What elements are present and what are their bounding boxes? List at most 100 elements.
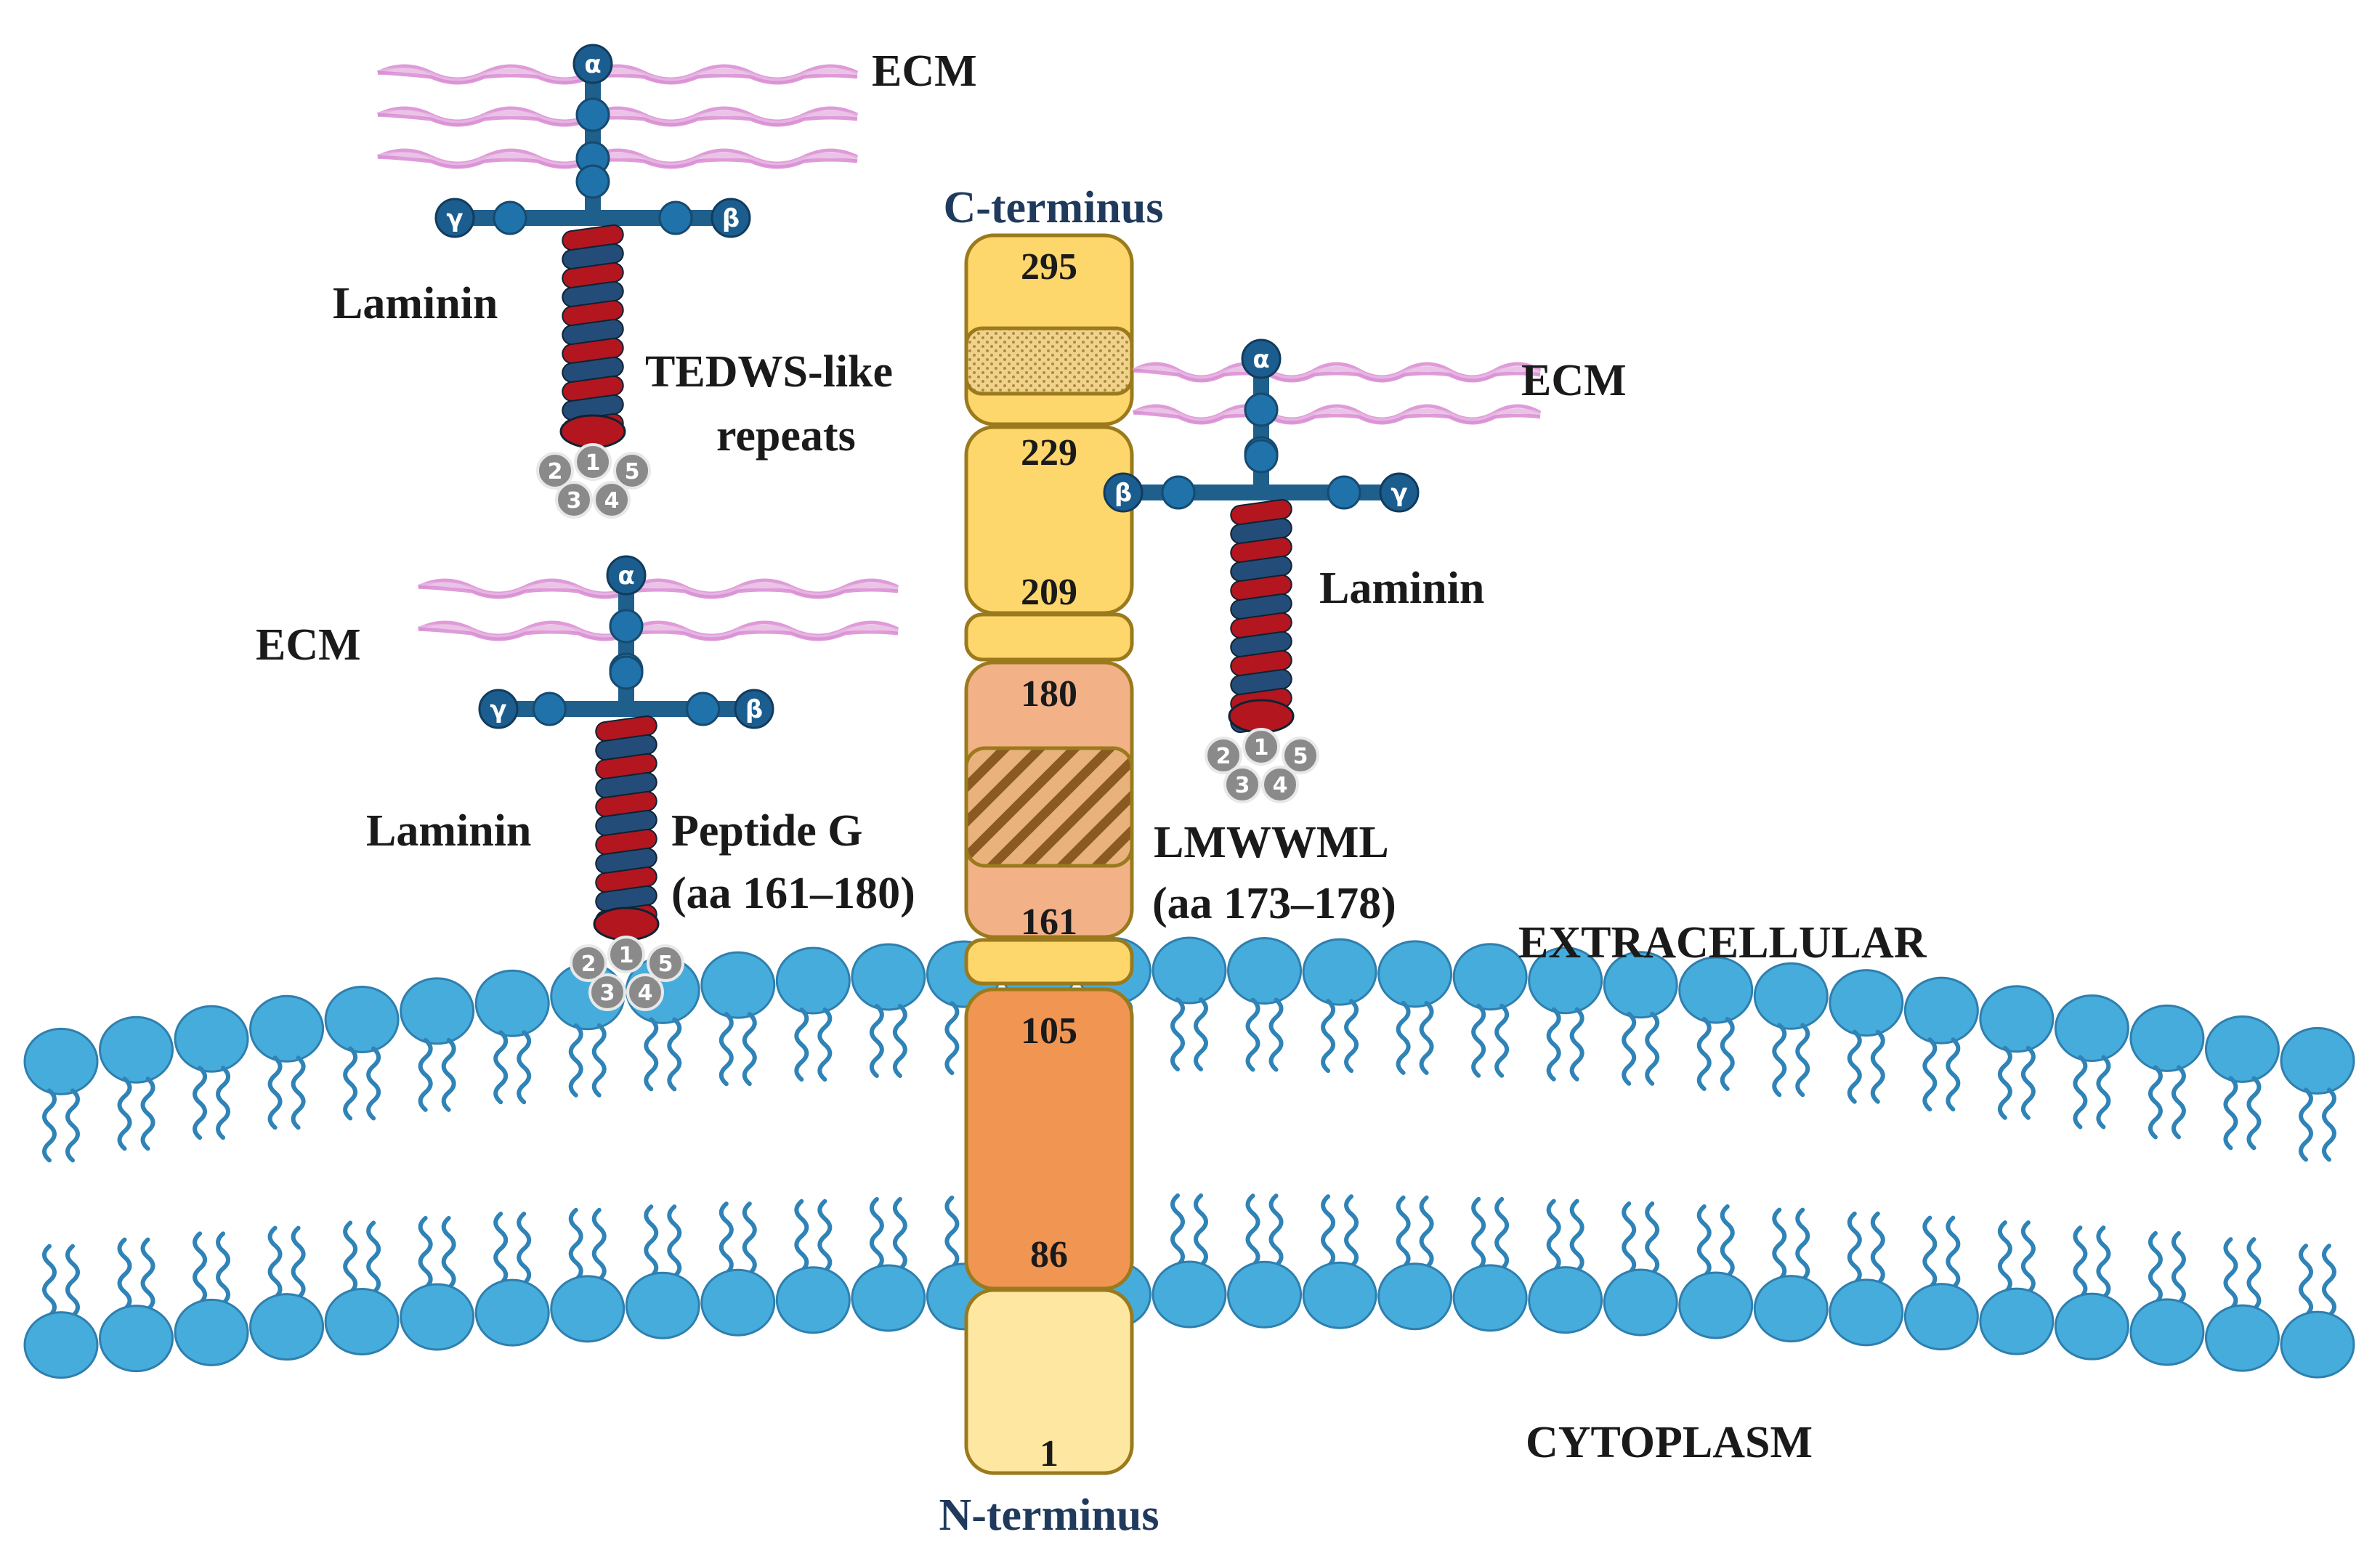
- lipid-head: [700, 951, 776, 1019]
- lipid-tail: [944, 1001, 960, 1076]
- lipid-tail: [892, 1197, 907, 1271]
- lipid-tail: [140, 1076, 155, 1151]
- lipid-tail: [1170, 997, 1185, 1071]
- lipid-tail: [2223, 1076, 2238, 1151]
- chain-cap-right-label: β: [745, 695, 763, 724]
- laminin-bead: [609, 609, 644, 644]
- residue-209: 209: [1021, 572, 1077, 613]
- segment-linker-2: [964, 612, 1134, 662]
- lipid-head: [2280, 1310, 2355, 1379]
- lipid-head: [474, 969, 550, 1037]
- lipid-tail: [2020, 1045, 2036, 1120]
- lipid-tail: [42, 1244, 57, 1318]
- lipid-head: [474, 1278, 550, 1347]
- lipid-tail: [1494, 1003, 1510, 1078]
- chain-cap-alpha-label: α: [618, 561, 634, 591]
- tedws-label-line1: TEDWS-like: [645, 347, 893, 397]
- lg-domain-5: [1282, 737, 1319, 774]
- residue-229: 229: [1021, 432, 1077, 474]
- segment-linker-1: [964, 938, 1134, 986]
- lipid-tail: [2299, 1244, 2313, 1318]
- lipid-tail: [892, 1004, 907, 1079]
- lipid-head: [775, 1266, 851, 1334]
- lipid-head: [1903, 1283, 1979, 1351]
- chain-cap-right-label: γ: [1391, 479, 1407, 508]
- chain-cap-alpha-label: α: [1252, 345, 1269, 374]
- ecm-fiber: [1133, 410, 1541, 425]
- laminin-bead: [609, 655, 644, 690]
- lg-domain-1: [607, 936, 645, 973]
- chain-cap-right: [734, 689, 774, 729]
- lipid-head: [1227, 1260, 1303, 1329]
- lg-domain-label: 5: [658, 952, 673, 977]
- lipid-tail: [517, 1030, 532, 1105]
- lipid-tail: [117, 1076, 132, 1151]
- lipid-tail: [343, 1046, 358, 1121]
- residue-180: 180: [1021, 673, 1077, 715]
- lipid-tail: [1194, 1193, 1208, 1268]
- lipid-tail: [2096, 1225, 2111, 1300]
- lipid-tail: [216, 1231, 231, 1306]
- lipid-tail: [1268, 997, 1284, 1072]
- lipid-tail: [2020, 1220, 2036, 1295]
- lg-domain-label: 2: [1216, 744, 1231, 769]
- lipid-tail: [343, 1220, 358, 1295]
- chain-cap-left-label: γ: [490, 695, 506, 724]
- lg-domain-5: [647, 944, 684, 982]
- residue-1: 1: [1040, 1433, 1059, 1475]
- lipid-head: [99, 1015, 174, 1084]
- lg-domain-label: 1: [619, 943, 634, 968]
- laminin-bead: [493, 200, 527, 235]
- lipid-tail: [291, 1225, 306, 1300]
- lipid-tail: [1396, 1000, 1411, 1075]
- chain-cap-left: [434, 198, 475, 238]
- lipid-head: [1603, 951, 1678, 1019]
- chain-cap-right-label: β: [722, 204, 740, 233]
- lipid-tail: [1696, 1204, 1712, 1278]
- lg-domain-label: 1: [586, 450, 601, 476]
- lipid-tail: [644, 1204, 659, 1279]
- lg-domain-5: [613, 452, 651, 490]
- lipid-tail: [568, 1207, 583, 1282]
- lipid-head: [2054, 994, 2129, 1063]
- lipid-tail: [1997, 1220, 2012, 1295]
- lipid-head: [2204, 1304, 2280, 1372]
- lipid-tail: [2171, 1065, 2186, 1140]
- lg-domain-label: 4: [1273, 773, 1288, 798]
- chain-cap-alpha-label: α: [584, 50, 601, 79]
- ecm-fiber: [418, 582, 899, 598]
- lipid-tail: [869, 1004, 884, 1079]
- lipid-tail: [2299, 1087, 2313, 1162]
- lipid-tail: [193, 1066, 208, 1140]
- lipid-head: [1829, 1278, 1904, 1347]
- lg-domain-3: [1223, 766, 1261, 803]
- lipid-head: [1377, 1262, 1453, 1331]
- lipid-tail: [1471, 1003, 1486, 1078]
- ecm-fiber: [418, 585, 899, 599]
- chain-cap-left-label: γ: [446, 204, 463, 233]
- lipid-tail: [1772, 1023, 1787, 1098]
- lipid-tail: [794, 1199, 809, 1273]
- laminin-bead: [1244, 392, 1279, 427]
- lipid-head: [23, 1311, 99, 1379]
- lipid-head: [625, 1271, 700, 1339]
- lipid-tail: [418, 1037, 433, 1112]
- laminin-label-3: Laminin: [366, 806, 531, 856]
- lipid-head: [1528, 1266, 1603, 1334]
- lipid-head: [1979, 1287, 2055, 1355]
- lipid-tail: [2223, 1237, 2238, 1312]
- lipid-tail: [1245, 997, 1260, 1072]
- lipid-head: [249, 1293, 325, 1361]
- lg-domain-label: 2: [581, 952, 596, 977]
- lipid-tail: [568, 1023, 583, 1098]
- lg-domain-label: 3: [600, 981, 615, 1006]
- ecm-fiber: [377, 152, 859, 168]
- lg-domain-1: [1242, 728, 1280, 766]
- lipid-head: [2204, 1015, 2280, 1083]
- lg-domain-4: [1261, 766, 1299, 803]
- lipid-tail: [2073, 1055, 2088, 1130]
- lipid-tail: [2148, 1230, 2163, 1305]
- residue-105: 105: [1021, 1010, 1077, 1052]
